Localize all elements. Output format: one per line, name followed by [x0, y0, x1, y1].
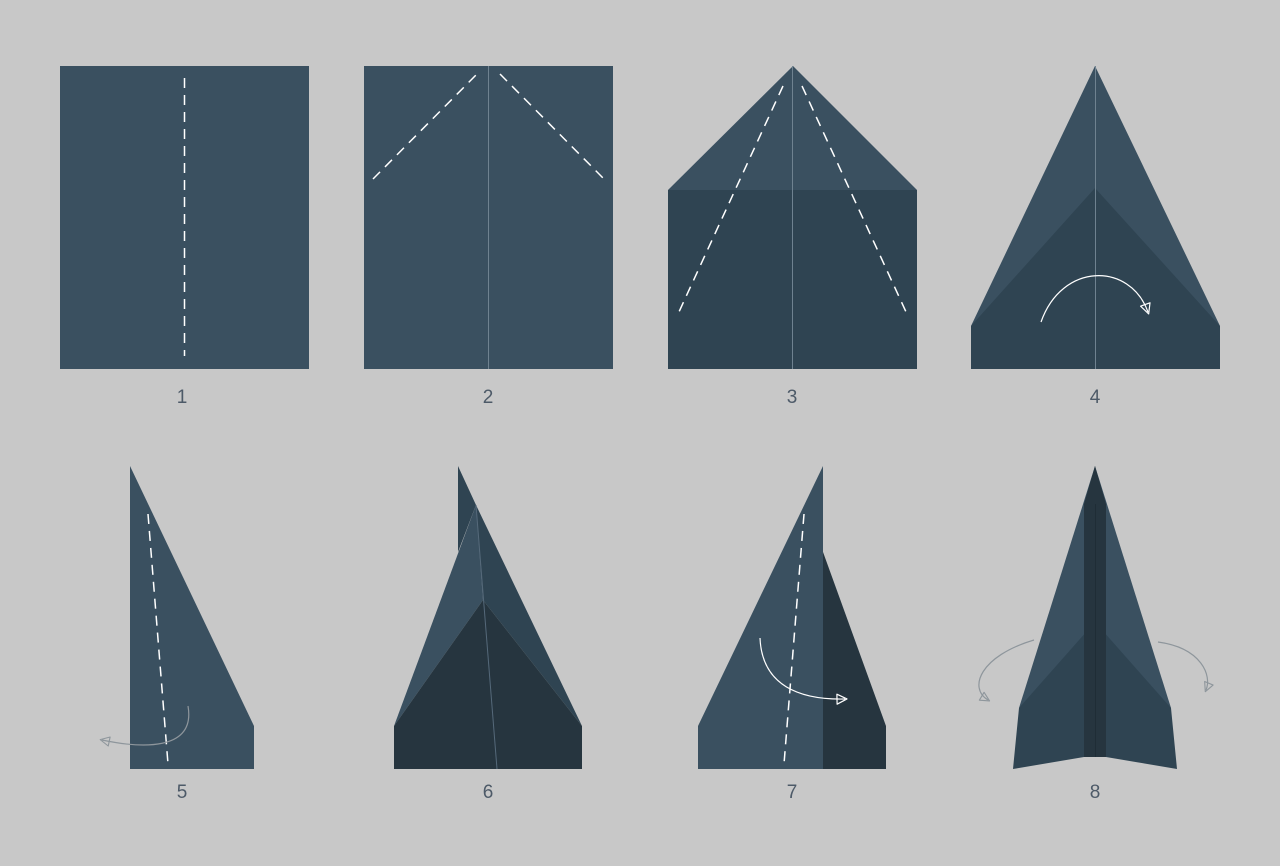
step-4-number: 4: [1089, 387, 1101, 408]
step-6-wing-tip: [458, 466, 476, 552]
step-3-number: 3: [786, 387, 798, 408]
step-7-fold-line: [783, 513, 805, 765]
step-1-number: 1: [176, 387, 188, 408]
step-7-right-body: [823, 552, 886, 769]
step-6-lower-body: [394, 600, 582, 769]
step-8-left-wing-arrow-icon: [978, 639, 1035, 702]
step-3-illustration: [668, 66, 917, 369]
step-8-number: 8: [1089, 782, 1101, 803]
step-5-folded-half: [130, 466, 254, 769]
step-2-number: 2: [482, 387, 494, 408]
step-2-fold-line-right: [499, 73, 605, 180]
step-7-left-wing: [698, 466, 823, 769]
step-5-fold-arrow-icon: [99, 705, 190, 747]
step-7-illustration: [698, 466, 886, 769]
step-5-number: 5: [176, 782, 188, 803]
step-4-illustration: [971, 66, 1220, 369]
step-7-number: 7: [786, 782, 798, 803]
step-2-fold-line-left: [372, 73, 478, 180]
step-6-number: 6: [482, 782, 494, 803]
step-6-left-face: [394, 505, 483, 726]
step-6-illustration: [394, 466, 582, 770]
step-5-illustration: [99, 466, 254, 769]
step-6-crease: [475, 504, 498, 770]
step-3-fold-line-right: [801, 85, 908, 315]
step-7-fold-arrow-icon: [759, 637, 848, 705]
step-8-illustration: [978, 466, 1214, 769]
step-6-right-face: [476, 505, 582, 726]
step-4-fold-arrow-icon: [1040, 275, 1151, 323]
step-1-illustration: [60, 66, 309, 369]
step-8-right-wing-arrow-icon: [1157, 641, 1214, 693]
step-2-illustration: [364, 66, 613, 369]
step-5-fold-line: [147, 513, 169, 765]
step-3-fold-line-left: [677, 85, 784, 315]
